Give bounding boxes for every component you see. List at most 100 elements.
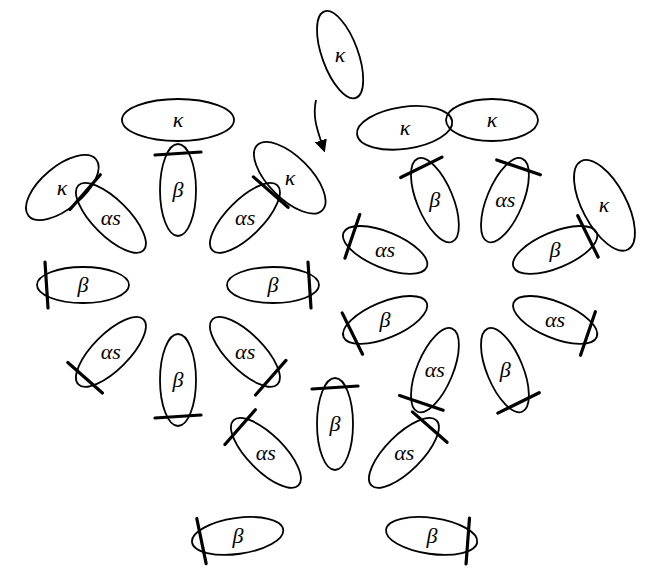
unit-label: αs [425,359,445,381]
hydrophobic-bar [223,410,258,445]
unit-ellipse [561,151,645,260]
unit-ellipse [227,267,319,303]
hydrophobic-bar [399,393,443,413]
unit-ellipse [15,144,109,233]
unit-label: β [429,189,440,211]
unit-label: β [550,239,561,261]
unit-ellipse [355,101,456,156]
unit-label: κ [487,109,498,131]
unit-label: β [173,369,184,391]
approach-arrow [315,100,324,150]
casein-subunit: αs [369,418,439,488]
unit-label: αs [495,189,515,211]
hydrophobic-bar [399,157,443,177]
unit-label: β [268,274,279,296]
unit-label: αs [101,207,121,229]
casein-subunit: β [160,144,196,236]
unit-ellipse [220,407,311,498]
casein-subunit: β [37,267,129,303]
unit-ellipse [66,307,157,398]
kappa-casein: κ [254,142,326,214]
casein-subunit: β [343,296,427,344]
hydrophobic-bar [464,518,473,564]
hydrophobic-bar [155,152,201,155]
kappa-casein: κ [574,160,635,251]
casein-subunit: αs [411,328,459,412]
unit-ellipse [200,307,291,398]
casein-subunit: αs [231,418,301,488]
unit-ellipse [243,131,338,226]
hydrophobic-bar [254,175,289,210]
casein-subunit: β [160,334,196,426]
casein-subunit: β [411,158,459,242]
casein-subunit: αs [513,296,597,344]
hydrophobic-bar [578,214,598,258]
unit-label: αs [235,341,255,363]
unit-label: β [173,179,184,201]
unit-label: β [330,413,341,435]
unit-ellipse [471,152,539,249]
unit-label: κ [335,44,346,66]
unit-ellipse [160,144,196,236]
unit-label: β [427,525,438,547]
hydrophobic-bar [197,518,206,564]
unit-ellipse [122,99,234,141]
unit-ellipse [66,173,157,264]
casein-subunit: αs [76,183,146,253]
hydrophobic-bar [342,312,362,356]
kappa-casein: κ [317,11,363,98]
hydrophobic-bar [45,262,48,308]
unit-ellipse [160,334,196,426]
casein-subunit: β [227,267,319,303]
unit-label: β [500,359,511,381]
hydrophobic-bar [497,393,541,413]
unit-label: αs [375,239,395,261]
hydrophobic-bar [254,361,289,396]
casein-subunit: β [317,378,353,470]
hydrophobic-bar [497,157,541,177]
hydrophobic-bar [68,361,103,396]
unit-ellipse [307,6,372,105]
hydrophobic-bar [578,312,598,356]
unit-label: αs [101,341,121,363]
kappa-casein: κ [446,99,538,141]
unit-label: κ [285,167,296,189]
unit-ellipse [507,286,604,354]
unit-ellipse [384,511,480,559]
casein-subunit: αs [76,317,146,387]
casein-subunit: β [481,328,529,412]
unit-ellipse [337,286,434,354]
casein-subunit: β [386,517,477,555]
hydrophobic-bar [68,175,103,210]
casein-subunit: αs [343,226,427,274]
unit-label: αs [256,442,276,464]
unit-label: αs [545,309,565,331]
hydrophobic-bar [308,262,311,308]
casein-subunit: αs [210,183,280,253]
unit-ellipse [37,267,129,303]
unit-ellipse [359,407,450,498]
unit-ellipse [337,216,434,284]
kappa-casein: κ [122,99,234,141]
casein-subunit: αs [210,317,280,387]
unit-ellipse [446,99,538,141]
casein-subunit: αs [481,158,529,242]
unit-label: κ [400,117,411,139]
unit-label: β [78,274,89,296]
casein-subunit: β [192,517,283,555]
unit-ellipse [507,216,604,284]
unit-ellipse [200,173,291,264]
kappa-casein: κ [357,106,452,150]
unit-label: β [232,525,243,547]
hydrophobic-bar [312,386,358,389]
hydrophobic-bar [342,214,362,258]
unit-ellipse [471,322,539,419]
unit-ellipse [401,322,469,419]
unit-ellipse [401,152,469,249]
hydrophobic-bar [413,410,448,445]
unit-label: αs [394,442,414,464]
unit-label: κ [599,194,610,216]
unit-label: κ [57,177,68,199]
